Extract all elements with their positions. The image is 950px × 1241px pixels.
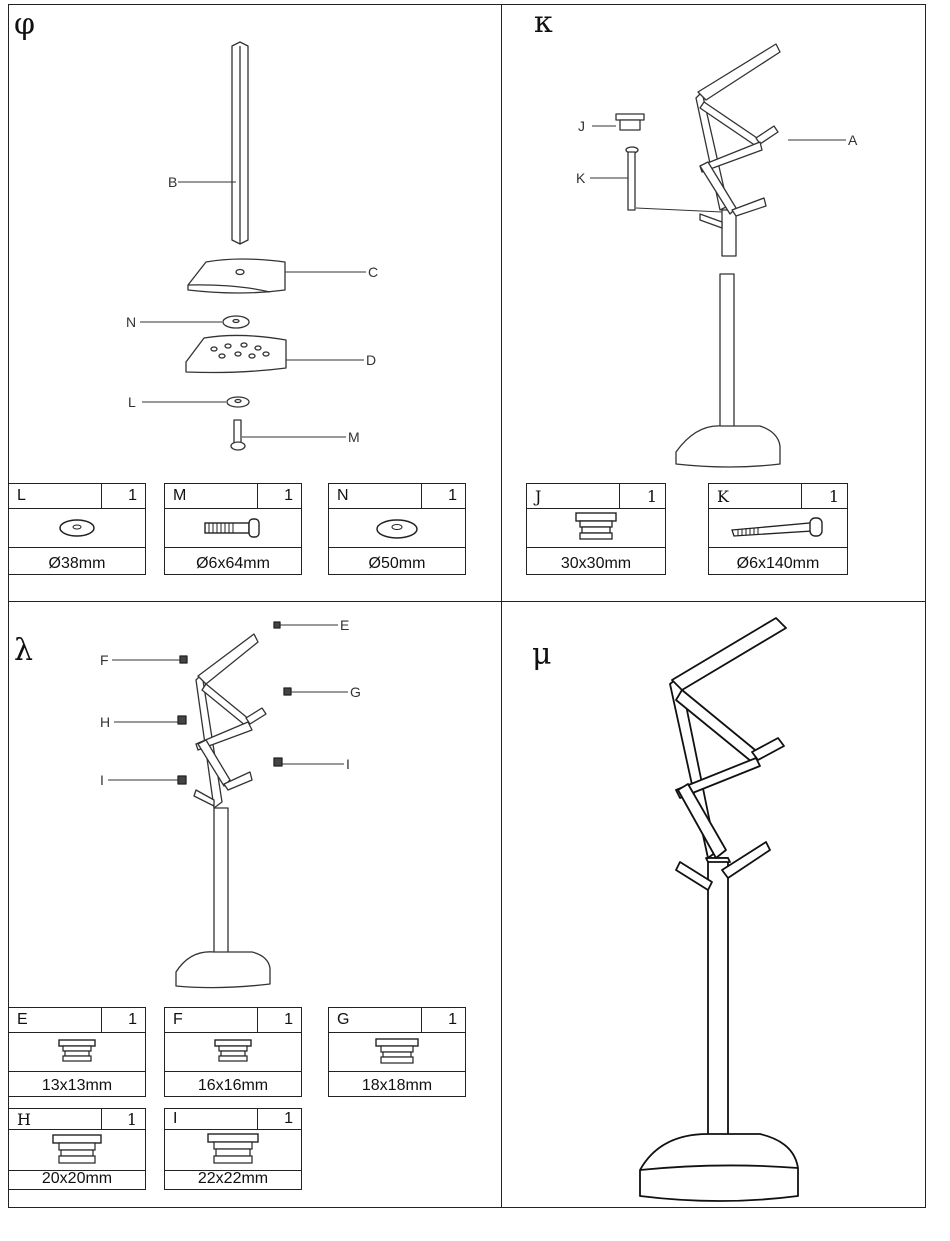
part-card-f: F 1 16x16mm [164, 1007, 302, 1097]
step-label-mu: μ [532, 637, 552, 672]
callout-f: F [100, 652, 109, 668]
callout-i-right: I [346, 756, 350, 772]
step-label-phi: φ [14, 7, 36, 42]
callout-j: J [578, 118, 585, 134]
part-qty: 1 [284, 487, 293, 504]
part-code: G [337, 1011, 350, 1028]
step-label-lambda: λ [14, 633, 34, 668]
bolt-m-drawing [230, 419, 246, 451]
part-qty: 1 [128, 1011, 137, 1028]
part-card-m: M 1 Ø6x64mm [164, 483, 302, 575]
washer-icon [376, 519, 418, 539]
part-size: Ø50mm [368, 555, 426, 572]
callout-c: C [368, 264, 378, 280]
vertical-divider [501, 5, 502, 1207]
bolt-icon [204, 518, 260, 538]
end-cap-j-drawing [615, 113, 645, 131]
long-bolt-icon [731, 517, 823, 537]
part-size: 30x30mm [560, 555, 632, 572]
part-code: H [17, 1110, 31, 1129]
part-size: 20x20mm [41, 1170, 113, 1187]
part-qty: 1 [284, 1110, 293, 1127]
end-cap-icon [375, 1038, 419, 1064]
washer-n-drawing [222, 315, 250, 329]
part-code: I [173, 1110, 178, 1127]
final-tree-mu-drawing [639, 617, 799, 1202]
part-code: J [535, 487, 542, 506]
end-cap-icon [575, 512, 617, 540]
part-qty: 1 [828, 487, 839, 506]
caps-lambda [177, 621, 292, 785]
base-bottom-d-drawing [185, 334, 287, 374]
part-size: 18x18mm [361, 1077, 433, 1094]
washer-l-drawing [226, 396, 250, 408]
pole-b-drawing [231, 41, 249, 245]
part-qty: 1 [284, 1011, 293, 1028]
callout-b: B [168, 174, 177, 190]
washer-icon [59, 519, 95, 537]
part-qty: 1 [646, 487, 657, 506]
callout-d: D [366, 352, 376, 368]
part-size: Ø38mm [48, 555, 106, 572]
end-cap-icon [207, 1133, 259, 1164]
part-card-n: N 1 Ø50mm [328, 483, 466, 575]
horizontal-divider [9, 601, 925, 602]
part-card-l: L 1 Ø38mm [8, 483, 146, 575]
part-card-g: G 1 18x18mm [328, 1007, 466, 1097]
end-cap-icon [58, 1039, 96, 1062]
callout-h: H [100, 714, 110, 730]
instruction-sheet [8, 4, 926, 1208]
part-size: 16x16mm [197, 1077, 269, 1094]
end-cap-icon [214, 1039, 252, 1062]
part-code: E [17, 1011, 28, 1028]
part-qty: 1 [128, 487, 137, 504]
tree-frame-a-drawing [675, 43, 781, 468]
part-code: K [717, 487, 729, 506]
callout-m: M [348, 429, 360, 445]
callout-n: N [126, 314, 136, 330]
part-qty: 1 [126, 1110, 137, 1129]
callout-a: A [848, 132, 858, 148]
part-size: Ø6x140mm [736, 555, 820, 572]
part-qty: 1 [448, 1011, 457, 1028]
base-top-c-drawing [187, 258, 286, 294]
part-code: F [173, 1011, 183, 1028]
assembled-tree-lambda-drawing [175, 633, 271, 989]
part-card-h: H 1 20x20mm [8, 1108, 146, 1190]
part-card-e: E 1 13x13mm [8, 1007, 146, 1097]
part-code: M [173, 487, 187, 504]
part-size: Ø6x64mm [196, 555, 270, 572]
part-card-j: J 1 30x30mm [526, 483, 666, 575]
callout-e: E [340, 617, 349, 633]
callout-i-left: I [100, 772, 104, 788]
part-code: L [17, 487, 26, 504]
part-card-k: K 1 Ø6x140mm [708, 483, 848, 575]
callout-g: G [350, 684, 361, 700]
part-size: 22x22mm [197, 1170, 269, 1187]
callout-l: L [128, 394, 136, 410]
end-cap-icon [52, 1134, 102, 1164]
part-size: 13x13mm [41, 1077, 113, 1094]
step-label-kappa: κ [534, 5, 553, 40]
part-qty: 1 [448, 487, 457, 504]
long-bolt-k-drawing [625, 146, 639, 211]
part-card-i: I 1 22x22mm [164, 1108, 302, 1190]
part-code: N [337, 487, 349, 504]
callout-k: K [576, 170, 586, 186]
